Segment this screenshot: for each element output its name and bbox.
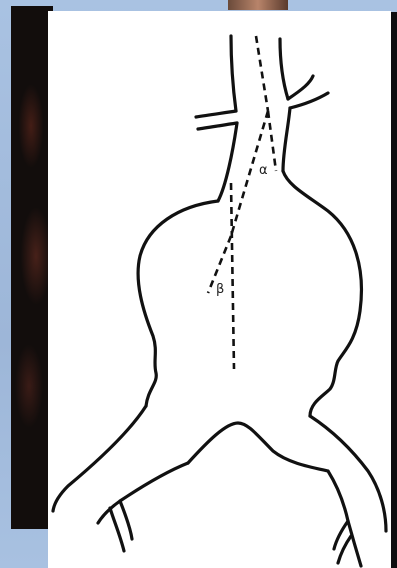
neck-right-wall [283,108,290,171]
bifurcation-crotch [188,423,328,471]
dark-edge-strip [391,12,397,568]
centerline-upper [256,36,268,111]
vertical-reference-line [231,183,234,369]
background-photo-panel [11,6,53,529]
iliac-right-inner [328,471,361,566]
aneurysm-left-wall [138,201,218,406]
iliac-left-branch-2 [110,508,124,551]
iliac-left-outer [53,406,146,511]
beta-angle-label: β [216,283,224,296]
branch-upper-left-1 [196,111,236,117]
vessel-wall-upper-right [280,39,288,99]
branch-upper-left-2 [198,123,237,129]
aneurysm-diagram-card: α β [48,11,391,568]
iliac-right-branch-2 [338,536,351,563]
alpha-line-1 [268,111,276,171]
iliac-left-branch-1 [120,501,132,539]
branch-upper-right-1 [288,76,313,99]
alpha-angle-label: α [259,164,268,177]
vessel-wall-upper-left [231,36,236,111]
neck-left-wall [218,123,237,201]
aneurysm-right-wall [283,171,361,416]
iliac-right-outer [310,416,386,531]
background-photo-top [228,0,288,10]
